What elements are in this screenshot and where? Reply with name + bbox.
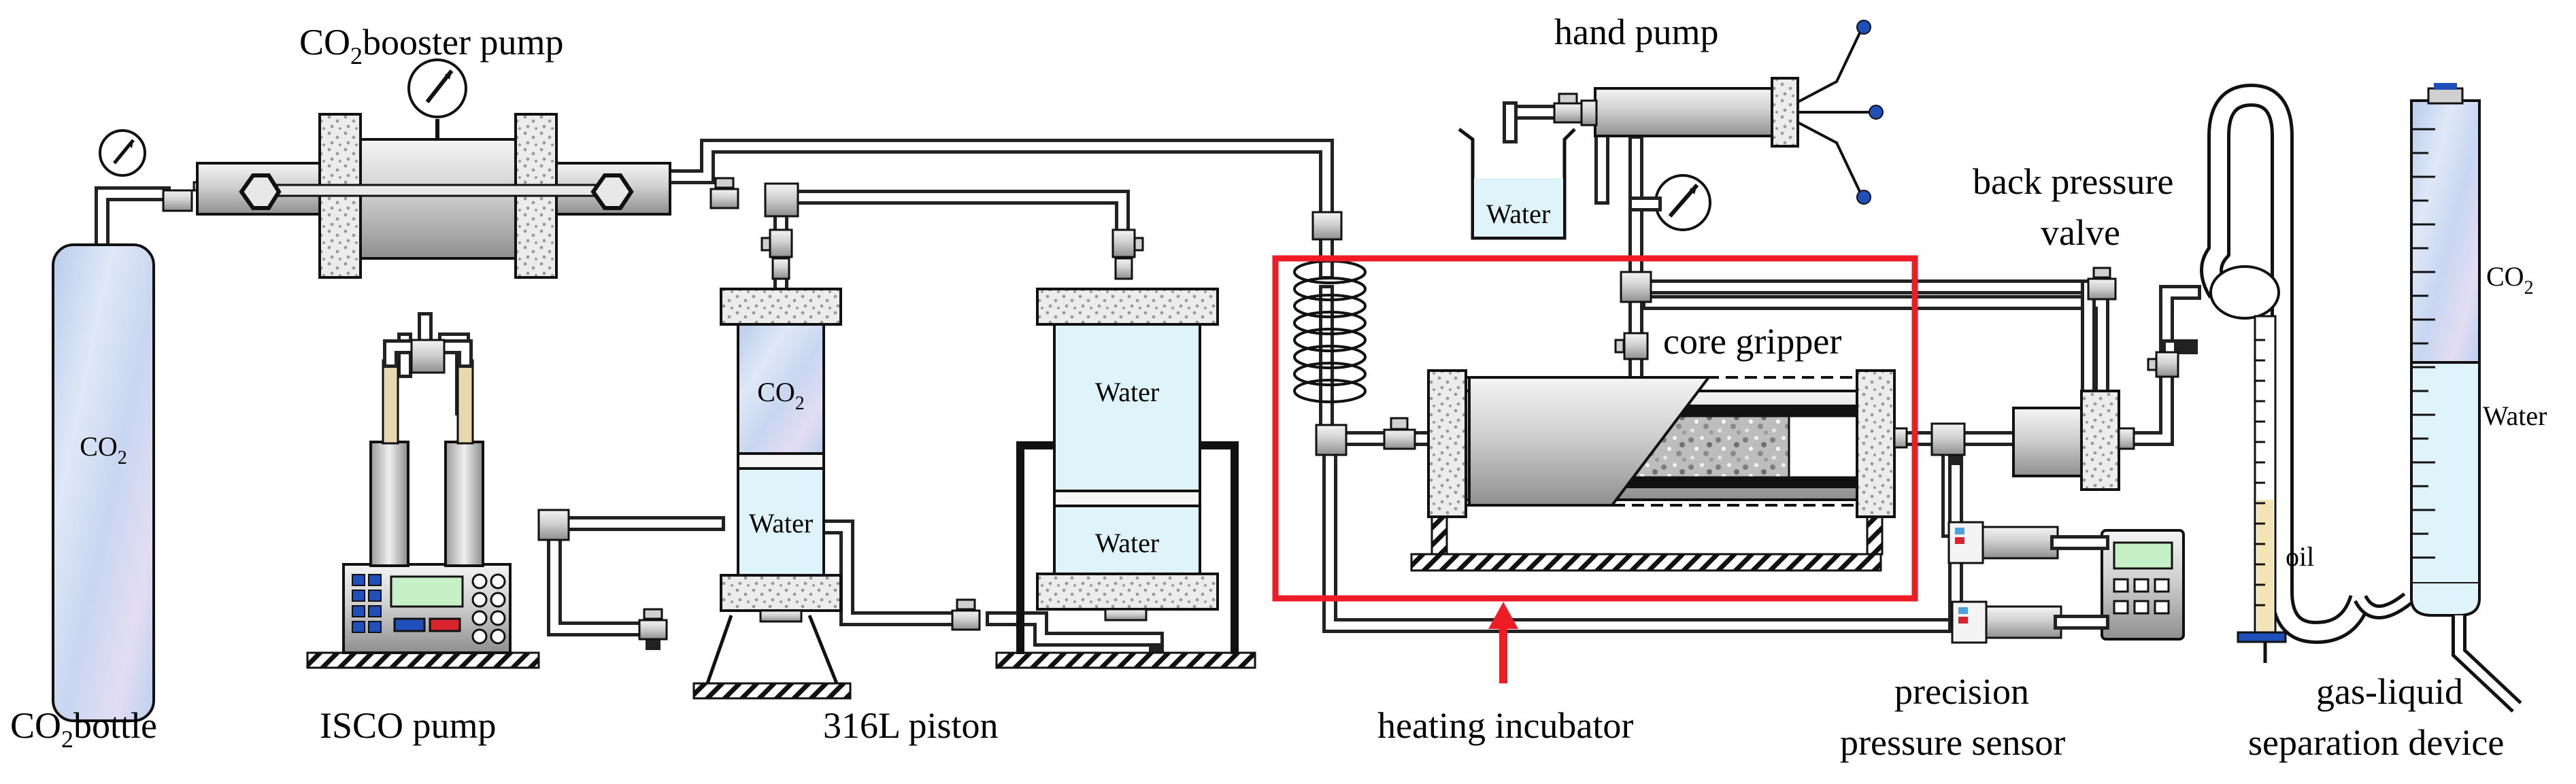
piston1-water-label: Water xyxy=(749,508,814,539)
co2-bottle: CO2 xyxy=(52,243,155,722)
isco-pump-label: ISCO pump xyxy=(320,705,497,746)
back-pressure-valve xyxy=(2012,267,2135,491)
piston-water-water: Water Water xyxy=(995,288,1256,669)
beaker-water-label: Water xyxy=(1486,199,1551,229)
bpv-outlet-valve xyxy=(2147,351,2179,378)
piston2-water-bottom-label: Water xyxy=(1095,528,1160,558)
piston-co2-water: CO2 Water xyxy=(692,288,852,700)
core-holder-inlet-valve xyxy=(1383,417,1416,450)
gas-liquid-separator: oil CO2 Water xyxy=(2200,83,2547,713)
incubator-tee-fitting xyxy=(1620,271,1652,303)
back-pressure-valve-label-line1: back pressure xyxy=(1973,161,2173,202)
coil-outlet-fitting xyxy=(1315,424,1348,456)
sensor-display-unit xyxy=(2050,529,2185,641)
hand-pump-gauge xyxy=(1628,174,1711,231)
pressure-sensor-label-line2: pressure sensor xyxy=(1840,722,2065,763)
isco-tee-fitting xyxy=(537,509,570,541)
co2-bottle-gauge xyxy=(99,129,146,177)
oil-label: oil xyxy=(2286,541,2314,572)
separator-label-line2: separation device xyxy=(2248,722,2504,763)
co2-booster-pump xyxy=(196,113,671,279)
piston2-top-valve xyxy=(1111,228,1144,280)
heating-incubator-arrow xyxy=(1488,602,1518,683)
booster-outlet-valve xyxy=(709,177,739,209)
heating-incubator-box xyxy=(1272,255,1918,602)
separator-label-line1: gas-liquid xyxy=(2316,671,2463,712)
piston-label: 316L piston xyxy=(823,705,999,746)
water-beaker: Water xyxy=(1458,128,1576,240)
booster-tee-fitting xyxy=(764,182,799,218)
booster-pump-gauge xyxy=(407,58,467,139)
hand-pump xyxy=(1553,20,1884,205)
co2-booster-pump-label: CO2booster pump xyxy=(299,22,564,69)
pressure-sensor-upper xyxy=(1947,521,2059,564)
bpv-inlet-tee xyxy=(1930,422,1966,456)
back-pressure-valve-label-line2: valve xyxy=(2041,212,2120,253)
piston2-water-top-label: Water xyxy=(1095,377,1160,407)
pressure-sensor-lower xyxy=(1951,600,2062,644)
separator-water-label: Water xyxy=(2483,400,2547,431)
core-gripper-top-valve xyxy=(1614,332,1649,360)
heating-incubator-label: heating incubator xyxy=(1377,705,1633,746)
co2-bottle-contents-label: CO2 xyxy=(80,431,127,468)
pressure-sensor-label-line1: precision xyxy=(1894,671,2029,712)
isco-bottom-valve xyxy=(638,608,668,641)
isco-pump xyxy=(306,339,540,669)
core-gripper-label: core gripper xyxy=(1663,321,1841,362)
core-gripper xyxy=(1410,369,1908,572)
hand-pump-label: hand pump xyxy=(1554,12,1718,52)
piston1-co2-label: CO2 xyxy=(757,377,805,414)
co2-bottle-label: CO2bottle xyxy=(10,705,157,753)
piston1-top-valve xyxy=(760,228,793,280)
separator-co2-label: CO2 xyxy=(2486,261,2534,299)
piston2-bottom-valve xyxy=(951,598,981,631)
